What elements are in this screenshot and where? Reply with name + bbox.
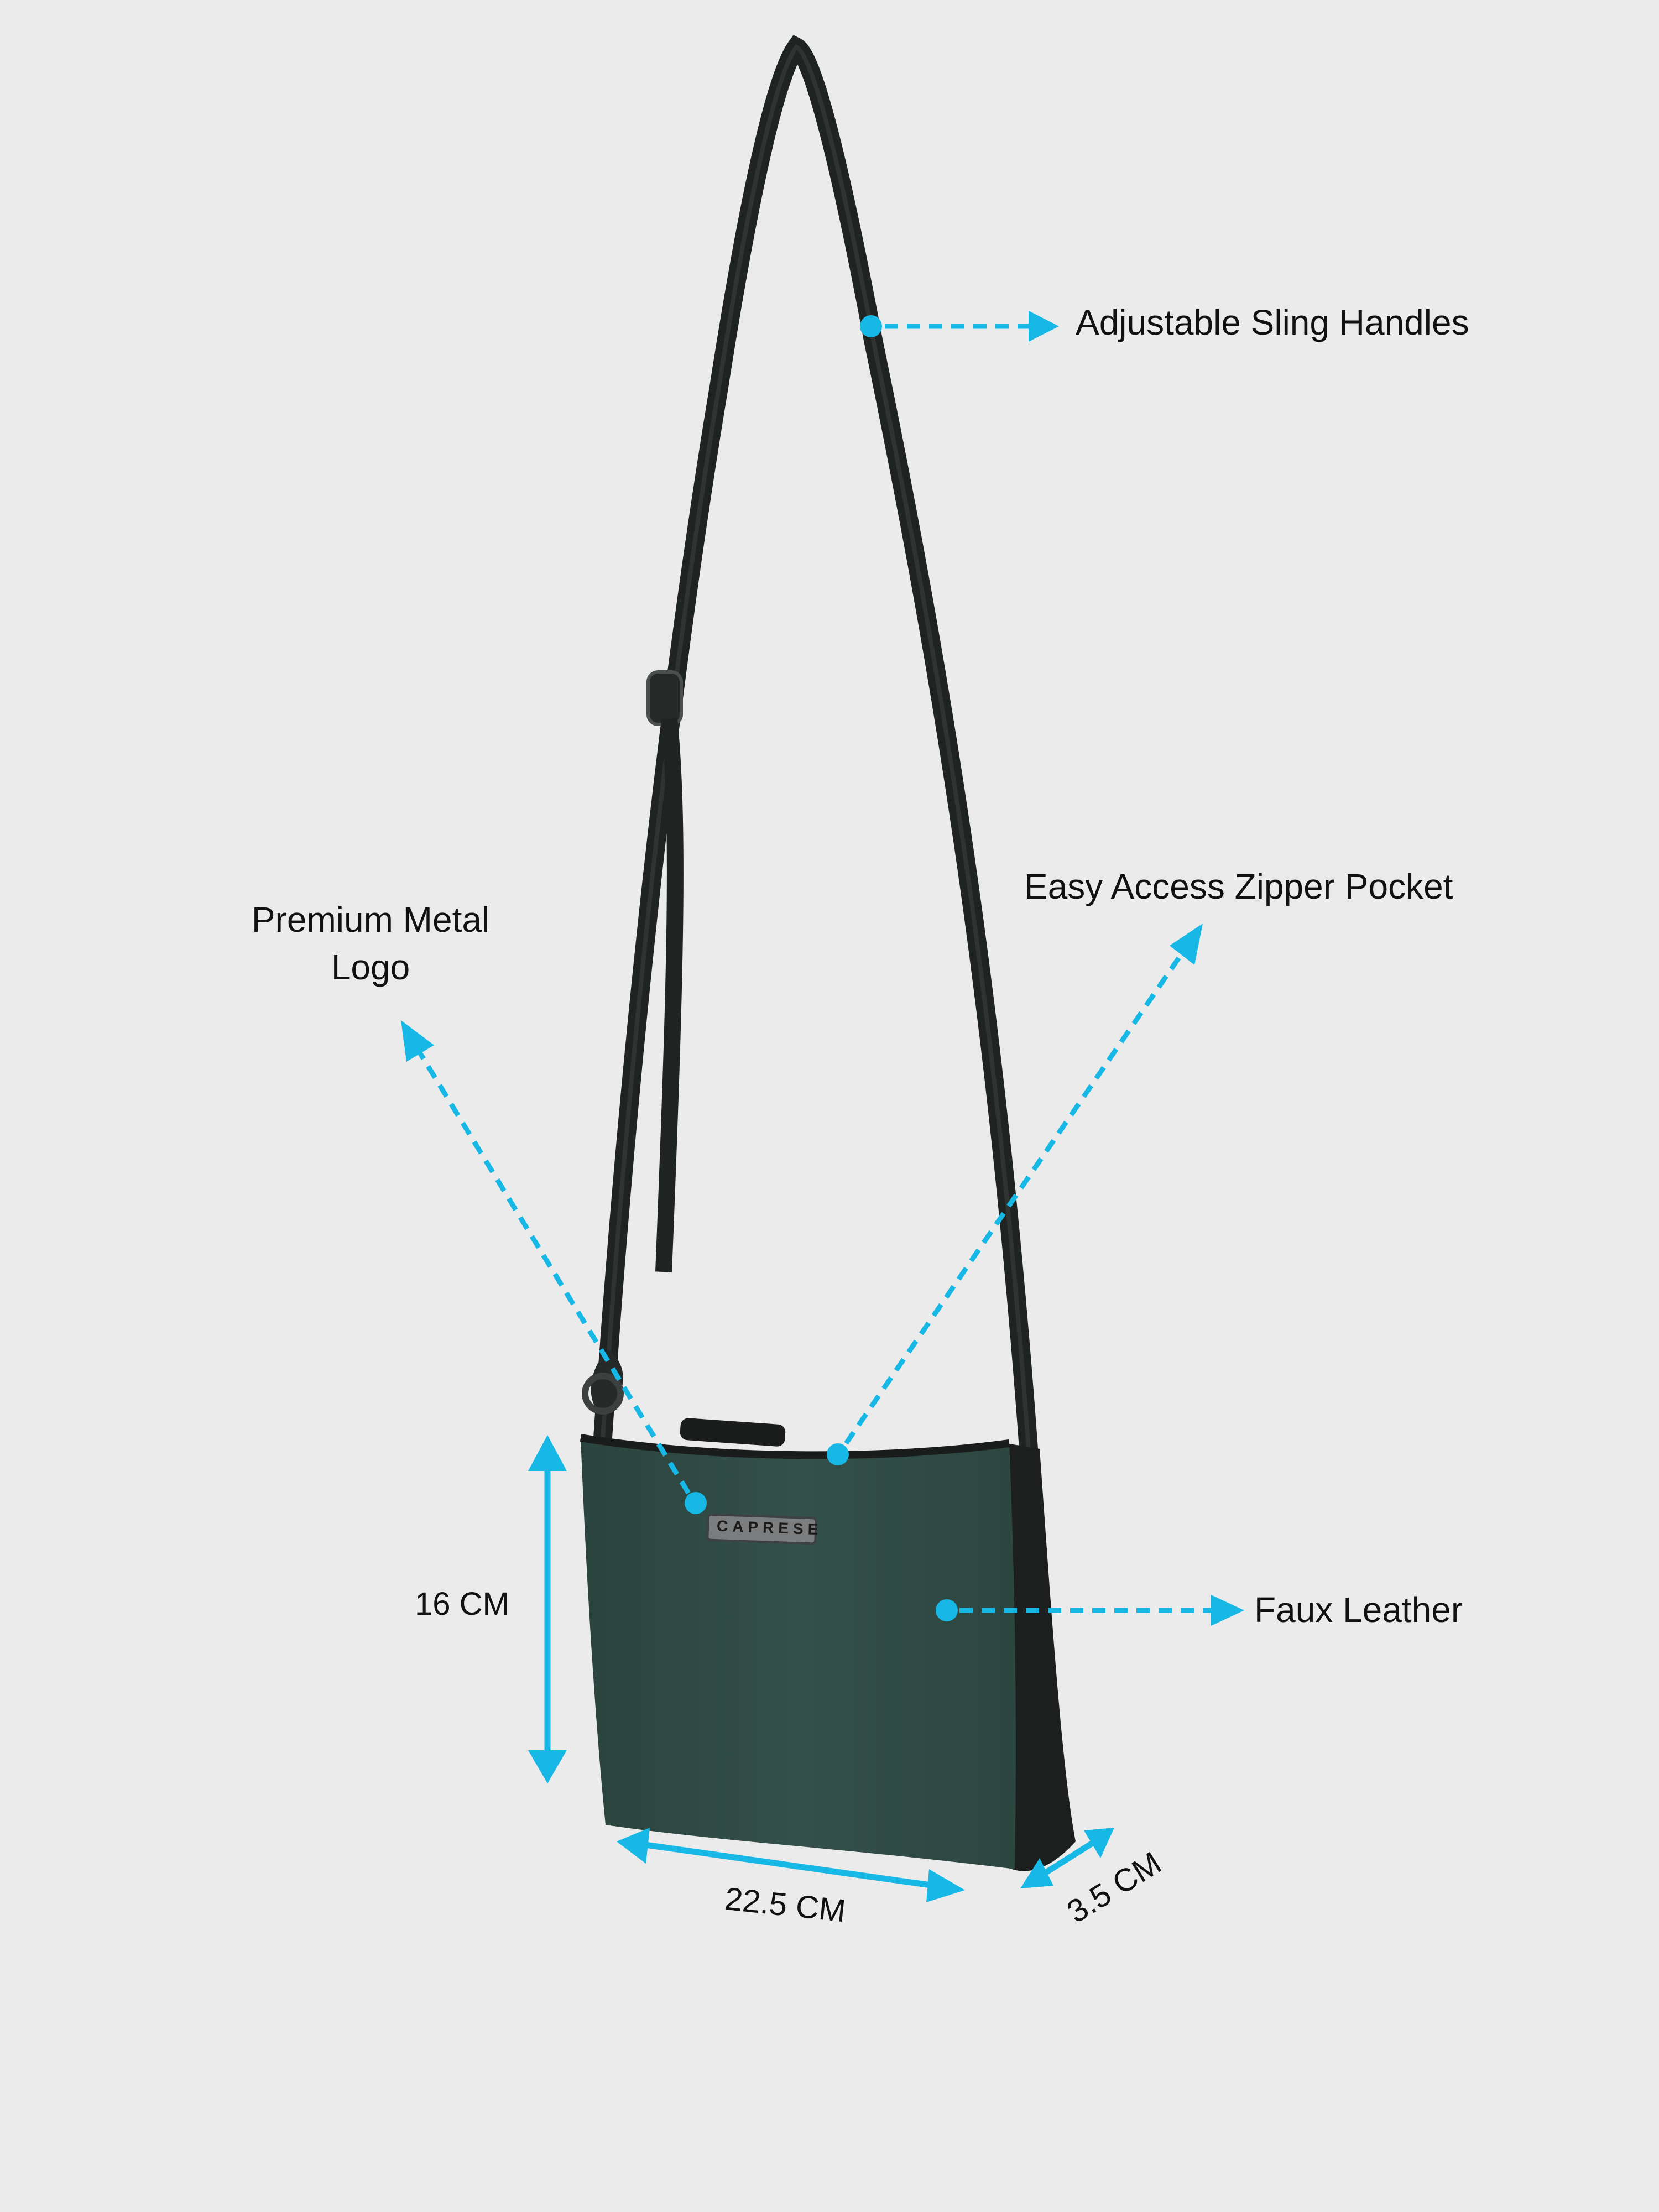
strap-buckle [646,670,683,726]
dimension-width-arrow [617,1828,965,1902]
dimension-height-arrow [528,1435,567,1783]
annotation-leather-label: Faux Leather [1254,1590,1463,1630]
annotation-logo-line1: Premium Metal [251,900,490,940]
zipper-pull [680,1418,786,1447]
bag-front-panel [581,1438,1016,1869]
annotation-leather [936,1595,1244,1626]
annotation-sling-label: Adjustable Sling Handles [1076,302,1469,342]
bag-side-panel [1006,1443,1076,1871]
dimension-depth-arrow [1020,1828,1114,1888]
annotation-zipper-label: Easy Access Zipper Pocket [1024,867,1453,906]
dimension-height-label: 16 CM [415,1586,509,1622]
annotation-zipper [827,924,1203,1465]
strap-ring [591,1349,623,1416]
metal-logo-plate [706,1513,817,1545]
annotation-logo [401,1020,707,1514]
metal-logo-text: CAPRESE [716,1517,823,1538]
annotation-logo-label: Premium Metal Logo [232,896,509,992]
annotation-logo-line2: Logo [331,947,410,988]
annotation-sling [860,311,1059,342]
